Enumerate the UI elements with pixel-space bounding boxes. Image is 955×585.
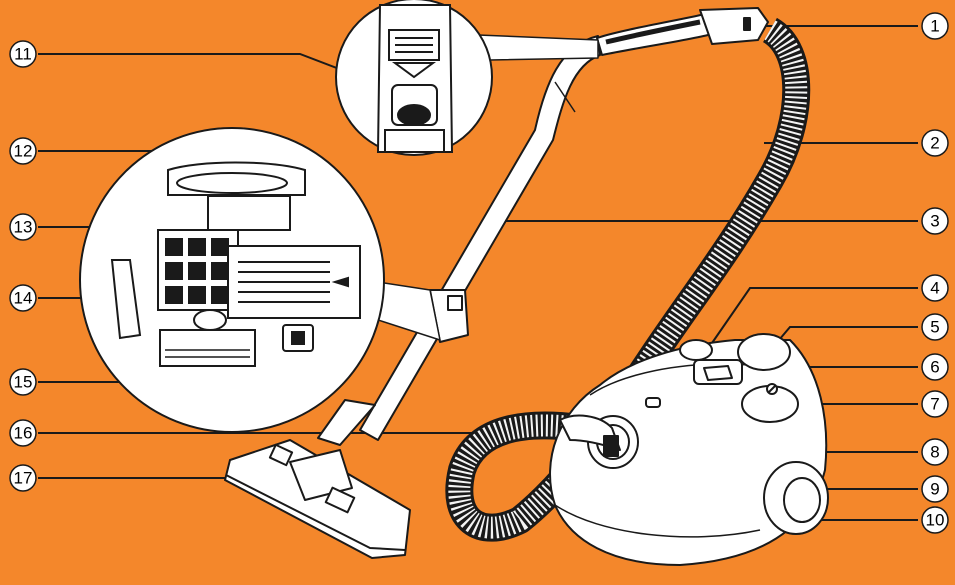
callout-10: 10 xyxy=(922,507,948,533)
callout-15-label: 15 xyxy=(14,373,33,392)
zoom-wedge-handle xyxy=(478,35,598,60)
vacuum-body xyxy=(550,334,828,565)
handle-detail-inset xyxy=(336,0,492,155)
callout-13-label: 13 xyxy=(14,218,33,237)
callout-10-label: 10 xyxy=(926,511,945,530)
callout-5: 5 xyxy=(922,314,948,340)
callout-1-label: 1 xyxy=(930,17,939,36)
callout-2: 2 xyxy=(922,130,948,156)
callout-8: 8 xyxy=(922,439,948,465)
filter-grid xyxy=(165,238,229,304)
callout-12-label: 12 xyxy=(14,142,33,161)
callout-7-label: 7 xyxy=(930,395,939,414)
callout-8-label: 8 xyxy=(930,443,939,462)
callout-11: 11 xyxy=(10,41,36,67)
callout-14: 14 xyxy=(10,285,36,311)
callout-6: 6 xyxy=(922,354,948,380)
callout-16-label: 16 xyxy=(14,424,33,443)
callout-17-label: 17 xyxy=(14,469,33,488)
callout-9-label: 9 xyxy=(930,480,939,499)
callout-17: 17 xyxy=(10,465,36,491)
callout-7: 7 xyxy=(922,391,948,417)
callout-14-label: 14 xyxy=(14,289,33,308)
callout-9: 9 xyxy=(922,476,948,502)
callout-1: 1 xyxy=(922,13,948,39)
callout-11-label: 11 xyxy=(14,45,32,64)
callout-13: 13 xyxy=(10,214,36,240)
callout-12: 12 xyxy=(10,138,36,164)
callout-4-label: 4 xyxy=(930,279,939,298)
callout-2-label: 2 xyxy=(930,134,939,153)
handle-grip xyxy=(700,8,768,44)
callout-6-label: 6 xyxy=(930,358,939,377)
callout-5-label: 5 xyxy=(930,318,939,337)
callout-15: 15 xyxy=(10,369,36,395)
filter-detail-inset xyxy=(80,128,384,432)
callout-4: 4 xyxy=(922,275,948,301)
callout-16: 16 xyxy=(10,420,36,446)
leader-line-4 xyxy=(712,288,918,343)
callout-3: 3 xyxy=(922,208,948,234)
callout-3-label: 3 xyxy=(930,212,939,231)
